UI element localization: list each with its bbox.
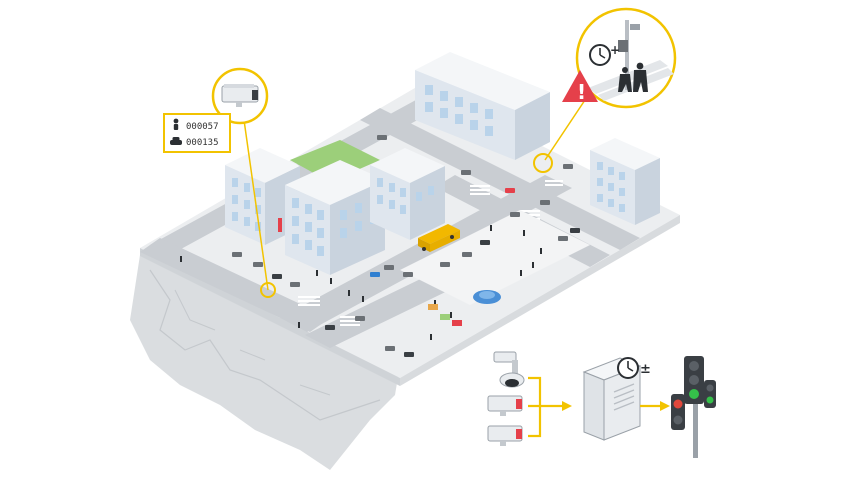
building-right	[590, 138, 660, 225]
buildings	[225, 52, 660, 275]
traffic-controller-cabinet-icon	[582, 357, 642, 441]
building-top	[415, 52, 550, 160]
bullet-camera-icon-1	[487, 395, 523, 416]
market-stalls	[428, 304, 462, 326]
cliff-base	[130, 255, 400, 470]
ptz-camera-icon	[493, 351, 525, 388]
green-light	[689, 389, 699, 399]
counting-camera-callout: 000057 000135	[163, 67, 276, 298]
park	[290, 140, 380, 182]
clock-plus-minus-icon: ±	[617, 357, 651, 379]
building-left	[225, 148, 300, 245]
bracket-connector	[528, 376, 562, 438]
arrow-to-signal	[660, 401, 670, 411]
signal-control-flow: ±	[487, 351, 716, 458]
pedestrians-crossing-icon	[618, 62, 648, 92]
crossing-detection-callout: + !	[533, 7, 677, 173]
pedestrians	[180, 225, 542, 340]
bullet-camera-icon-2	[487, 425, 523, 446]
car-icon	[170, 137, 182, 145]
camera-location-marker	[260, 282, 276, 298]
vehicles	[232, 135, 580, 357]
arrow-to-controller	[562, 401, 572, 411]
pedestrian-count: 000057	[186, 122, 219, 132]
building-center-right	[370, 148, 445, 240]
bullet-camera-icon	[221, 84, 259, 107]
red-light	[673, 399, 683, 409]
person-icon	[173, 118, 179, 130]
callout-leader-line	[243, 119, 269, 291]
vehicle-count: 000135	[186, 138, 219, 148]
camera-pole	[625, 20, 629, 90]
traffic-light-icon	[671, 356, 716, 458]
warning-triangle-icon: !	[562, 70, 598, 104]
clock-plus-glyph: +	[610, 43, 620, 57]
clock-plus-icon: +	[589, 43, 620, 66]
time-adjust-glyph: ±	[640, 362, 651, 377]
pole-camera-icon	[618, 40, 628, 52]
warning-glyph: !	[577, 80, 586, 104]
bus	[418, 224, 460, 252]
crosswalk-location-marker	[533, 153, 553, 173]
